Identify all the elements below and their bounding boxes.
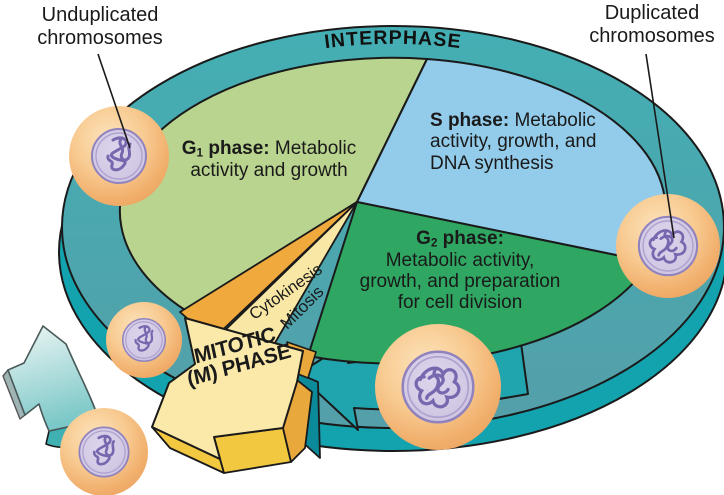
restart-arrow	[7, 325, 100, 432]
nucleus	[78, 426, 130, 478]
nucleus	[91, 128, 147, 184]
cell-duplicated-right	[616, 194, 720, 298]
g2-phase-name: G	[416, 228, 431, 249]
mitotic-arrow	[151, 317, 304, 460]
g1-subscript: 1	[196, 146, 204, 160]
g2-subscript: 2	[430, 236, 438, 250]
s-phase-text: S phase: Metabolic activity, growth, and…	[430, 110, 620, 174]
g2-wedge	[307, 201, 651, 365]
g2-phase-suffix: phase:	[437, 228, 504, 249]
g1-phase-text: G1 phase: Metabolic activity and growth	[163, 138, 375, 181]
label-duplicated-chromosomes: Duplicated chromosomes	[589, 2, 715, 47]
cell-duplicated-bottom	[375, 324, 501, 450]
label-unduplicated-chromosomes: Unduplicated chromosomes	[37, 4, 163, 49]
cell-daughter-lower	[60, 408, 148, 495]
g2-phase-desc: Metabolic activity, growth, and preparat…	[359, 249, 561, 314]
s-phase-name: S phase:	[430, 110, 510, 131]
pointer-line-duplicated	[645, 53, 675, 239]
cell-unduplicated-top	[69, 106, 169, 206]
g1-phase-suffix: phase:	[203, 138, 270, 159]
g2-phase-heading: G2 phase:	[352, 228, 568, 250]
s-phase-desc: Metabolic activity, growth, and DNA synt…	[430, 110, 597, 174]
g1-phase-desc: Metabolic activity and growth	[190, 138, 357, 181]
cell-daughter-upper	[106, 302, 182, 378]
nucleus	[121, 317, 167, 363]
g1-phase-name: G	[181, 138, 197, 159]
g2-phase-text: G2 phase: Metabolic activity, growth, an…	[352, 228, 568, 314]
pointer-line-unduplicated	[97, 53, 131, 149]
